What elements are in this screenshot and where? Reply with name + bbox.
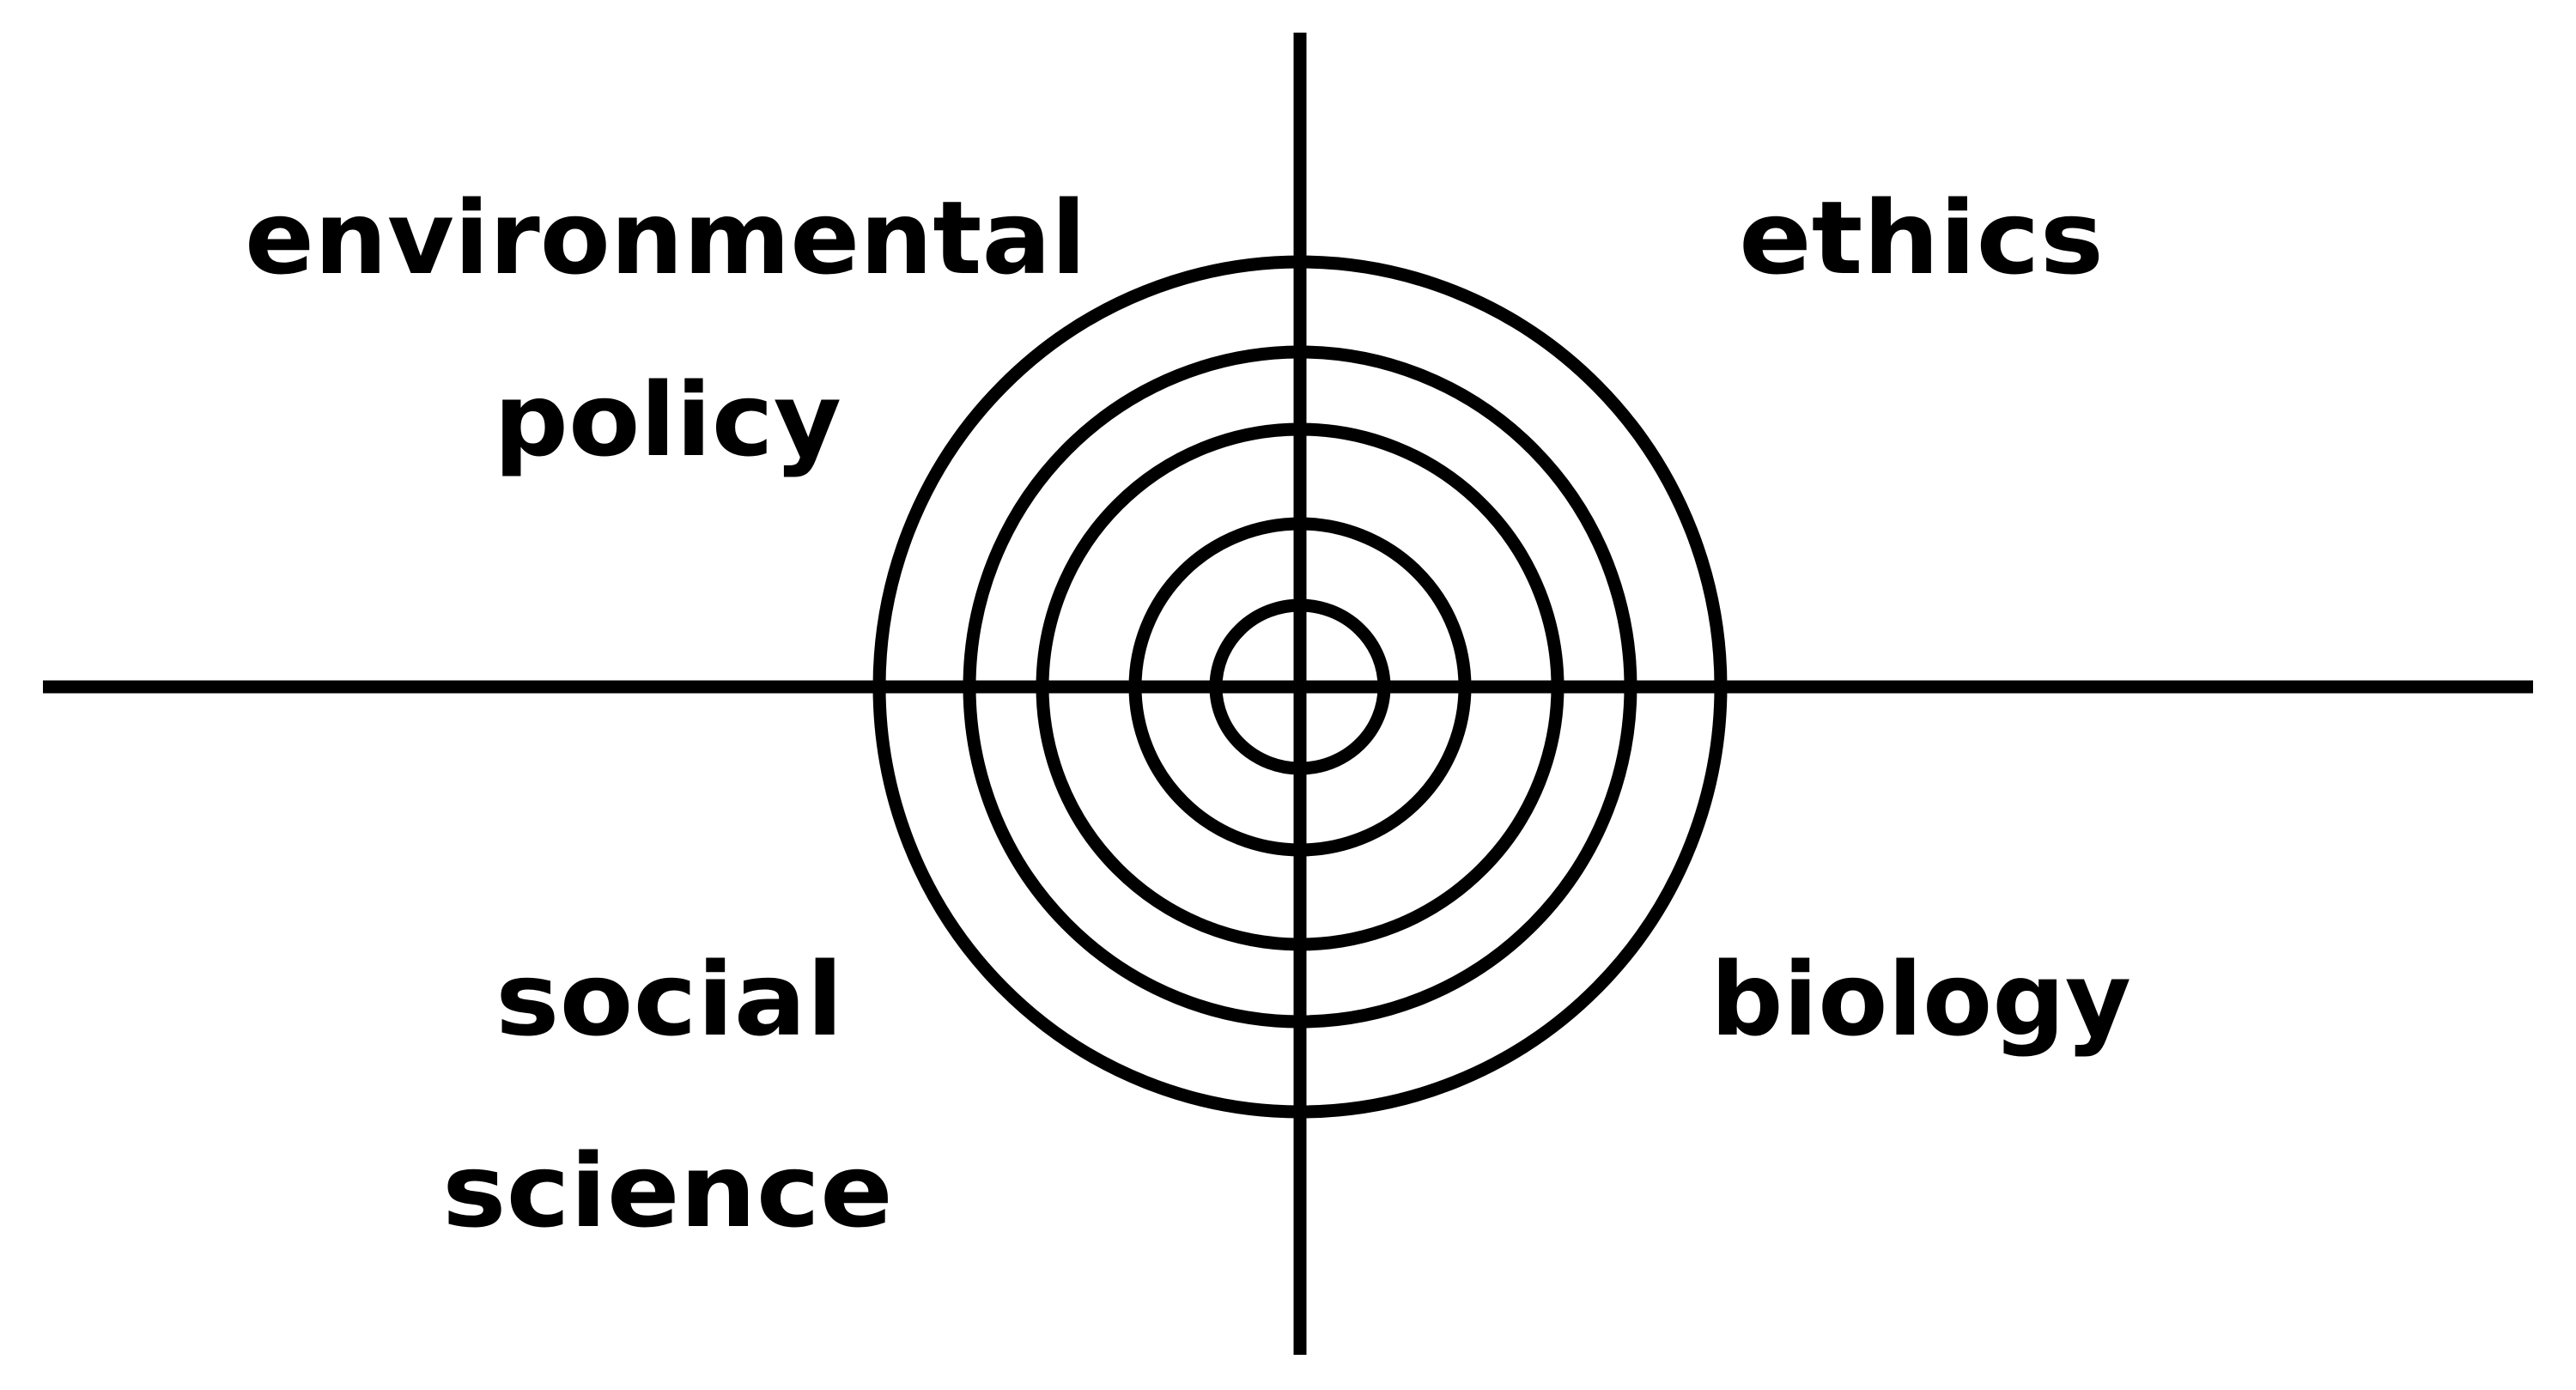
ring-outer: [872, 255, 1728, 1119]
label-environmental: environmental: [245, 179, 1086, 297]
ring-2: [1128, 517, 1472, 857]
ring-4: [963, 345, 1637, 1029]
ring-3: [1036, 422, 1564, 951]
label-biology: biology: [1710, 940, 2131, 1059]
label-science: science: [442, 1132, 893, 1250]
label-social: social: [495, 940, 843, 1059]
label-ethics: ethics: [1739, 179, 2104, 297]
target-rings: [872, 255, 1728, 1119]
label-policy: policy: [494, 361, 841, 479]
ring-inner: [1209, 598, 1391, 775]
